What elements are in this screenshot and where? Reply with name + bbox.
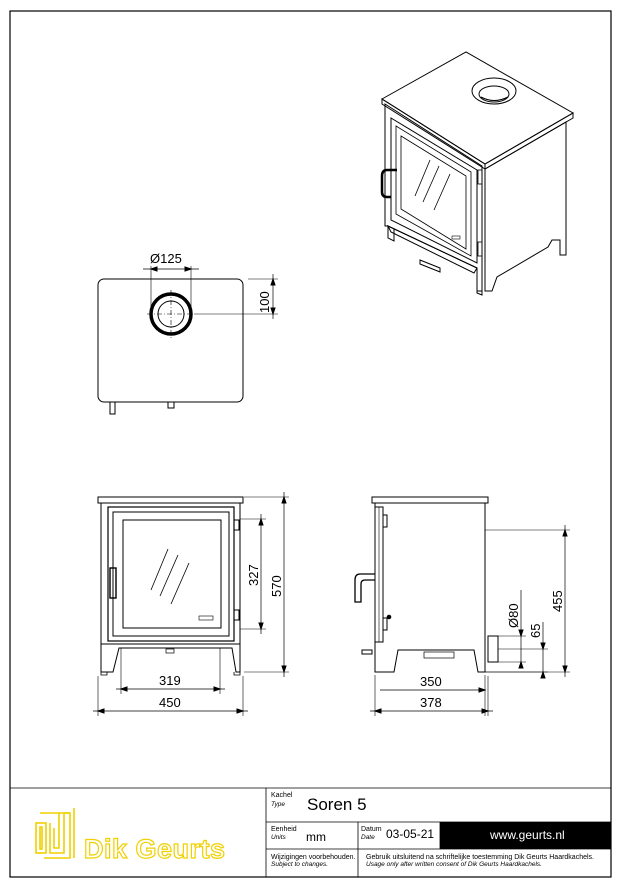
top-view [97,266,278,415]
side-height-label: 455 [550,590,565,612]
website-link[interactable]: www.geurts.nl [489,828,565,842]
date-label-en: Date [361,834,375,841]
front-top-plate [97,496,244,504]
top-diameter-label: Ø125 [150,251,182,266]
type-label-nl: Kachel [271,792,293,799]
sheet-frame [9,10,612,878]
logo-text: Dik Geurts [84,834,226,864]
dik-geurts-logo [35,808,75,859]
unit-value: mm [306,830,326,844]
type-value: Soren 5 [307,795,367,814]
top-depth-label: 100 [257,291,272,313]
unit-label-en: Units [271,834,287,841]
front-inner-width-label: 319 [159,673,181,688]
url-bar [440,822,611,849]
side-flue-diameter-label: Ø80 [506,603,521,628]
changes-note-nl: Wijzigingen voorbehouden. [271,854,355,861]
front-view [93,492,289,716]
isometric-view [380,51,575,296]
changes-note-en: Subject to changes. [271,861,328,868]
date-label-nl: Datum [361,826,382,833]
top-plate [97,278,244,403]
usage-note-en: Usage only after written consent of Dik … [366,861,542,868]
date-value: 03-05-21 [386,827,434,841]
unit-label-nl: Eenheid [271,826,297,833]
side-flue-height-label: 65 [528,624,543,638]
front-height-label: 570 [269,575,284,597]
side-inner-depth-label: 350 [420,674,442,689]
front-inner-height-label: 327 [246,564,261,586]
title-block [10,787,611,877]
usage-note-nl: Gebruik uitsluitend na schriftelijke toe… [366,854,594,861]
front-width-label: 450 [159,695,181,710]
side-depth-label: 378 [420,695,442,710]
side-top-plate [371,496,489,504]
type-label-en: Type [271,801,285,808]
side-view [354,496,570,716]
